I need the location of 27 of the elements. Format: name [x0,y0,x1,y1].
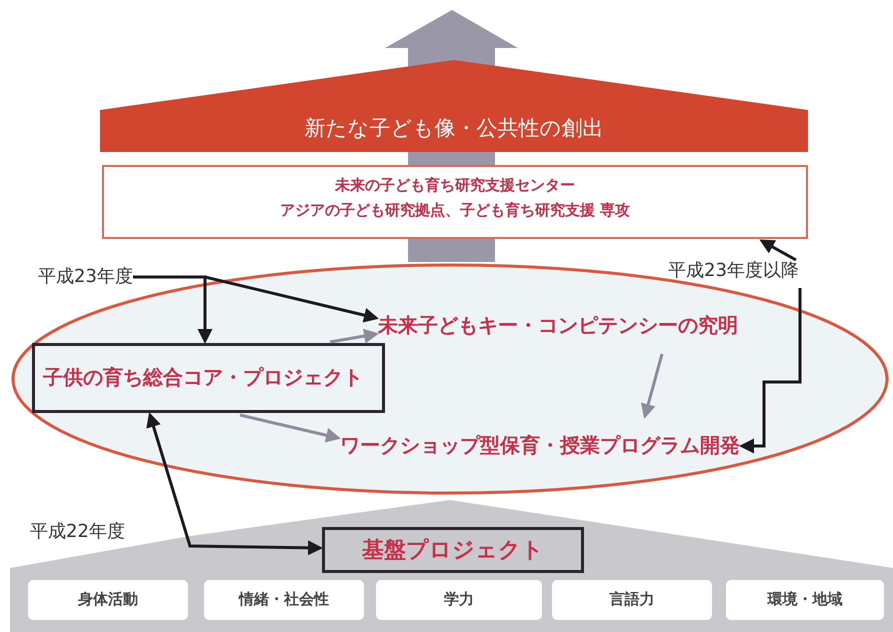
project-box [322,527,584,573]
banner-text: 新たな子ども像・公共性の創出 [304,115,604,142]
roof-banner [100,60,808,152]
project-ellipse [10,262,890,496]
year-label: 平成23年度以降 [668,258,799,286]
box-text: アジアの子ども研究拠点、子ども育ち研究支援 専攻 [280,201,630,220]
arrow [146,412,323,556]
project-title: 子供の育ち総合コア・プロジェクト [43,364,364,390]
arrow [739,288,802,454]
area-box: 環境・地域 [726,580,884,620]
arrow [240,414,341,443]
project-box [32,343,385,413]
project-title: 基盤プロジェクト [362,537,544,565]
area-box: 学力 [376,580,542,620]
project-title: 未来子どもキー・コンピテンシーの究明 [378,300,808,354]
arrow [133,276,379,322]
center-box [102,165,808,239]
area-box: 身体活動 [28,580,188,620]
arrow [330,328,379,344]
year-label: 平成23年度 [38,264,133,290]
arrow [640,354,664,419]
year-label: 平成22年度 [30,520,125,543]
area-box: 情緒・社会性 [204,580,364,620]
area-box: 言語力 [552,580,712,620]
box-text: 未来の子ども育ち研究支援センター [335,176,575,195]
arrow [759,240,797,262]
project-title: ワークショップ型保育・授業プログラム開発 [340,420,740,474]
